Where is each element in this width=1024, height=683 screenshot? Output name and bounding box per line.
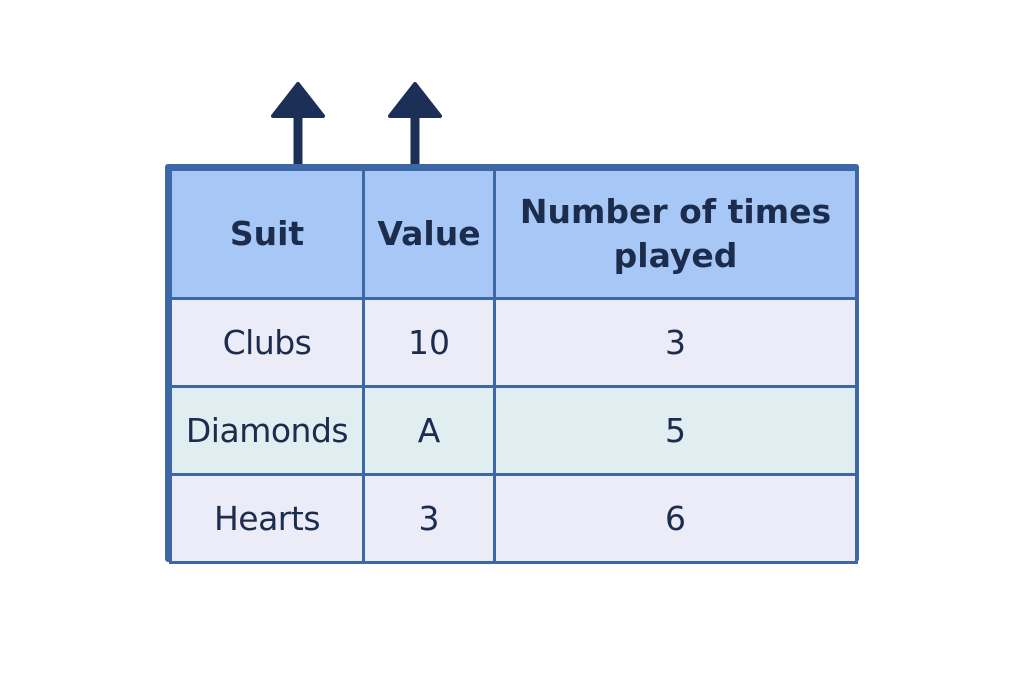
cell-times-played: 6 bbox=[493, 473, 858, 564]
cell-suit: Diamonds bbox=[169, 385, 365, 476]
table-header-row: Suit Value Number of times played bbox=[169, 168, 858, 300]
cards-table-frame: Suit Value Number of times played Clubs … bbox=[165, 164, 859, 564]
cell-suit: Clubs bbox=[169, 297, 365, 388]
cards-played-table: Suit Value Number of times played Clubs … bbox=[169, 168, 858, 564]
table-row: Hearts 3 6 bbox=[169, 473, 858, 564]
cell-suit: Hearts bbox=[169, 473, 365, 564]
table-row: Clubs 10 3 bbox=[169, 297, 858, 388]
cell-value: 10 bbox=[362, 297, 496, 388]
cell-value: A bbox=[362, 385, 496, 476]
header-number-of-times-played: Number of times played bbox=[493, 168, 858, 300]
cell-times-played: 3 bbox=[493, 297, 858, 388]
header-suit: Suit bbox=[169, 168, 365, 300]
header-value: Value bbox=[362, 168, 496, 300]
cell-times-played: 5 bbox=[493, 385, 858, 476]
cell-value: 3 bbox=[362, 473, 496, 564]
table-row: Diamonds A 5 bbox=[169, 385, 858, 476]
